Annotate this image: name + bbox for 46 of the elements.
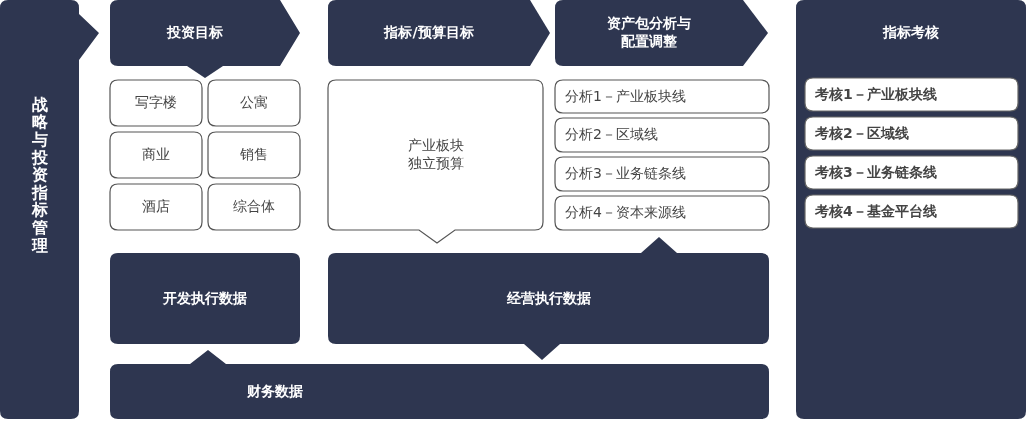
- category-box: [208, 132, 300, 178]
- box-label: 考核1－产业板块线: [815, 85, 937, 104]
- assessment-box: [805, 156, 1018, 189]
- analysis-box: [555, 118, 769, 152]
- box-label: 投资目标: [167, 24, 223, 42]
- box-label: 开发执行数据: [163, 289, 247, 308]
- budget-box: [328, 80, 543, 243]
- assessment-panel: [796, 0, 1026, 419]
- box-label: 财务数据: [247, 382, 303, 401]
- box-label: 分析1－产业板块线: [565, 87, 686, 106]
- chevron-box: [555, 0, 768, 66]
- analysis-box: [555, 196, 769, 230]
- chevron-box: [328, 0, 550, 66]
- box-label: 分析2－区域线: [565, 126, 658, 144]
- data-block: [110, 350, 769, 419]
- box-label: 产业板块独立预算: [406, 137, 465, 173]
- box-label: 公寓: [240, 94, 268, 112]
- box-label: 分析4－资本来源线: [565, 204, 686, 222]
- category-box: [208, 184, 300, 230]
- box-label: 资产包分析与配置调整: [606, 15, 692, 51]
- box-label: 商业: [142, 146, 170, 164]
- vertical-label: 战略与投资指标管理: [31, 95, 48, 255]
- box-label: 指标/预算目标: [384, 24, 474, 42]
- category-box: [110, 184, 202, 230]
- assessment-box: [805, 195, 1018, 228]
- analysis-box: [555, 157, 769, 191]
- data-block: [328, 237, 769, 360]
- vertical-banner: [0, 0, 99, 419]
- category-box: [208, 80, 300, 126]
- category-box: [110, 80, 202, 126]
- box-label: 销售: [240, 146, 268, 164]
- assessment-box: [805, 117, 1018, 150]
- category-box: [110, 132, 202, 178]
- box-label: 考核3－业务链条线: [815, 163, 937, 182]
- box-label: 分析3－业务链条线: [565, 165, 686, 183]
- panel-heading: 指标考核: [883, 24, 939, 42]
- analysis-box: [555, 80, 769, 113]
- box-label: 综合体: [233, 198, 275, 216]
- box-label: 酒店: [142, 198, 170, 216]
- box-label: 考核2－区域线: [815, 124, 909, 143]
- box-label: 写字楼: [135, 94, 177, 112]
- assessment-box: [805, 78, 1018, 111]
- box-label: 经营执行数据: [506, 289, 591, 308]
- box-label: 考核4－基金平台线: [815, 202, 937, 221]
- data-block: [110, 253, 300, 344]
- chevron-box: [110, 0, 300, 78]
